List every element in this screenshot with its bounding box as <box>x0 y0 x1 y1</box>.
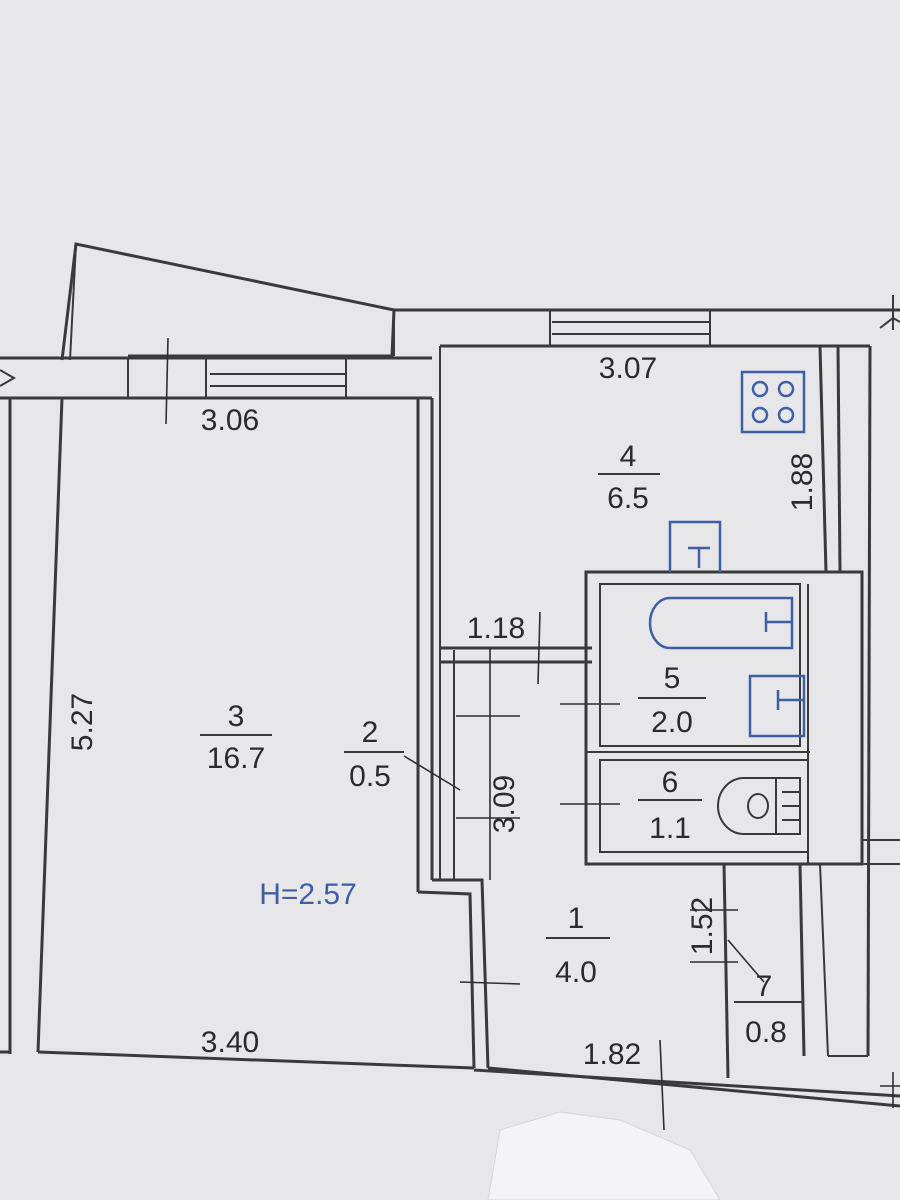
room-label-5: 5 2.0 <box>638 662 706 739</box>
room-2-number: 2 <box>362 716 379 749</box>
dim-hall-length: 3.09 <box>488 775 521 833</box>
room-7-number: 7 <box>756 970 773 1003</box>
room-3-walls <box>0 397 475 1070</box>
room-1-area: 4.0 <box>555 956 597 989</box>
dim-kitchen-top: 3.07 <box>599 352 657 385</box>
washbasin-icon <box>748 674 806 738</box>
room-6-area: 1.1 <box>649 812 691 845</box>
room-5-number: 5 <box>664 662 681 695</box>
stove-icon <box>740 370 806 434</box>
room-3-number: 3 <box>228 700 245 733</box>
room-3-area: 16.7 <box>207 742 265 775</box>
sink-icon <box>668 520 722 572</box>
toilet-icon <box>717 777 801 835</box>
room-4-number: 4 <box>620 440 637 473</box>
room-7-area: 0.8 <box>745 1016 787 1049</box>
dim-room3-height: 5.27 <box>66 693 99 751</box>
top-wall-left <box>0 356 432 400</box>
room-4-area: 6.5 <box>607 482 649 515</box>
room-label-2: 2 0.5 <box>344 716 404 793</box>
room-2-closet <box>417 346 592 1069</box>
dim-room3-top: 3.06 <box>201 404 259 437</box>
room-label-7: 7 0.8 <box>745 970 787 1049</box>
room-1-number: 1 <box>568 902 585 935</box>
room-5-area: 2.0 <box>651 706 693 739</box>
room-label-1: 1 4.0 <box>546 902 610 989</box>
room-6-number: 6 <box>662 766 679 799</box>
bathroom-block <box>584 570 900 866</box>
hall-walls <box>473 863 900 1108</box>
dimension-ticks <box>165 337 900 1131</box>
room-label-6: 6 1.1 <box>638 766 702 845</box>
bathtub-icon <box>648 596 794 650</box>
kitchen-walls <box>818 345 872 1057</box>
room-label-3: 3 16.7 <box>200 700 272 775</box>
ceiling-height: H=2.57 <box>259 878 357 911</box>
dim-passage-width: 1.18 <box>467 612 525 645</box>
dim-kitchen-side: 1.88 <box>786 453 819 511</box>
top-wall-right <box>393 295 900 356</box>
paper-scrap <box>487 1111 721 1200</box>
room-2-area: 0.5 <box>349 760 391 793</box>
room-label-4: 4 6.5 <box>598 440 660 515</box>
dim-room3-bottom: 3.40 <box>201 1026 259 1059</box>
dim-closet-height: 1.52 <box>686 897 719 955</box>
dim-hall-bottom: 1.82 <box>583 1038 641 1071</box>
balcony <box>60 242 396 361</box>
